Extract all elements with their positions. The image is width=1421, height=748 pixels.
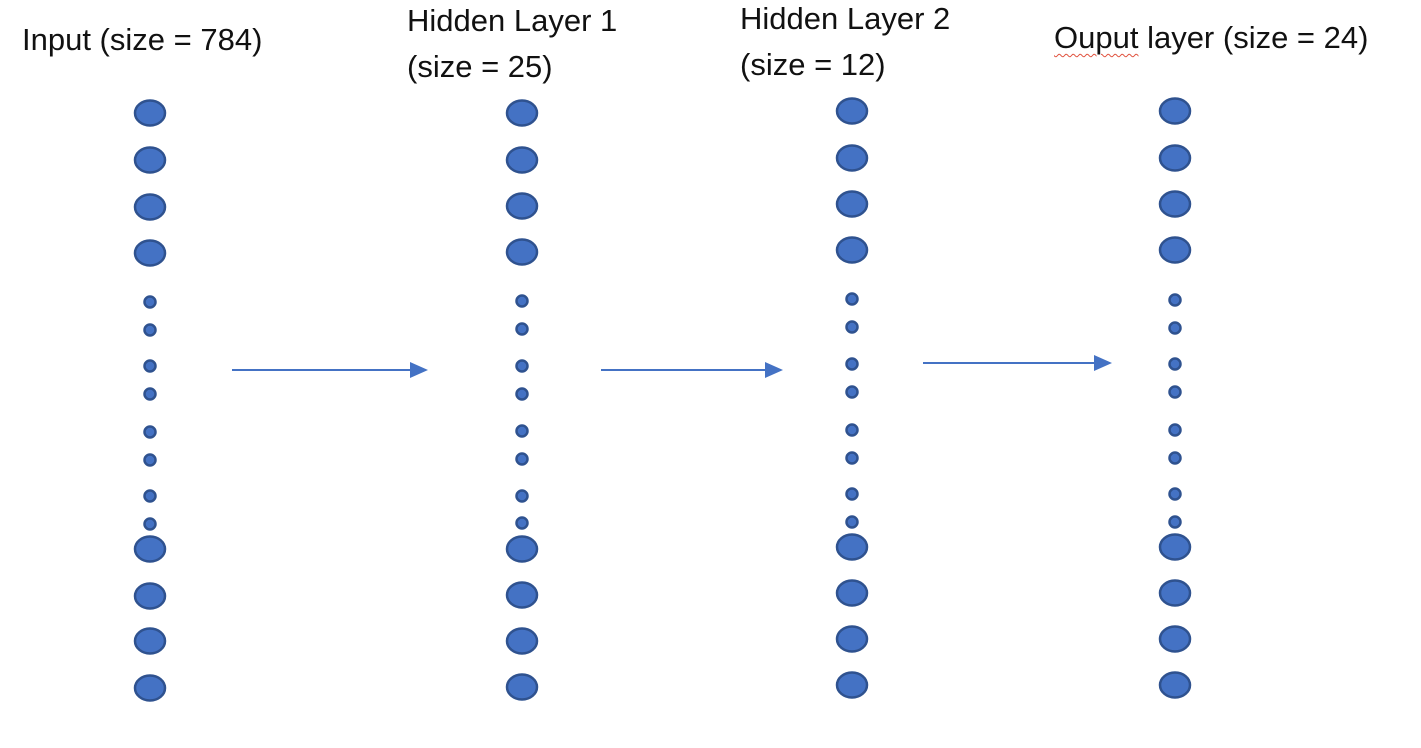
hidden2-node-top-3 bbox=[835, 190, 869, 218]
output-ellipsis-dot-1 bbox=[1168, 293, 1182, 307]
hidden1-node-bottom-1 bbox=[505, 535, 539, 563]
hidden-layer-2-label-line-1: Hidden Layer 2 bbox=[740, 1, 951, 36]
output-node-bottom-3 bbox=[1158, 625, 1192, 653]
input-ellipsis-dot-6 bbox=[143, 453, 157, 467]
output-ellipsis-dot-7 bbox=[1168, 487, 1182, 501]
input-node-bottom-4 bbox=[133, 674, 167, 702]
output-node-bottom-4 bbox=[1158, 671, 1192, 699]
hidden2-node-top-2 bbox=[835, 144, 869, 172]
output-node-top-1 bbox=[1158, 97, 1192, 125]
hidden2-ellipsis-dot-5 bbox=[845, 423, 859, 437]
hidden2-ellipsis-dot-7 bbox=[845, 487, 859, 501]
arrowhead-hidden2-to-output bbox=[1094, 355, 1112, 371]
hidden-layer-2-label-line-2: (size = 12) bbox=[740, 47, 886, 82]
hidden-layer-2-label: Hidden Layer 2 (size = 12) bbox=[740, 0, 950, 88]
output-layer-label-rest: layer (size = 24) bbox=[1138, 20, 1369, 55]
input-layer-label-line-1: Input (size = 784) bbox=[22, 22, 263, 57]
arrowhead-hidden1-to-hidden2 bbox=[765, 362, 783, 378]
input-ellipsis-dot-5 bbox=[143, 425, 157, 439]
hidden2-node-top-1 bbox=[835, 97, 869, 125]
hidden1-node-top-4 bbox=[505, 238, 539, 266]
hidden1-node-top-2 bbox=[505, 146, 539, 174]
hidden1-ellipsis-dot-3 bbox=[515, 359, 529, 373]
hidden1-node-bottom-2 bbox=[505, 581, 539, 609]
input-node-top-4 bbox=[133, 239, 167, 267]
output-node-bottom-2 bbox=[1158, 579, 1192, 607]
input-node-bottom-3 bbox=[133, 627, 167, 655]
input-node-top-1 bbox=[133, 99, 167, 127]
hidden2-ellipsis-dot-3 bbox=[845, 357, 859, 371]
hidden1-node-bottom-4 bbox=[505, 673, 539, 701]
output-ellipsis-dot-3 bbox=[1168, 357, 1182, 371]
hidden2-node-bottom-4 bbox=[835, 671, 869, 699]
hidden1-ellipsis-dot-8 bbox=[515, 516, 529, 530]
hidden2-ellipsis-dot-6 bbox=[845, 451, 859, 465]
hidden1-ellipsis-dot-1 bbox=[515, 294, 529, 308]
hidden2-node-bottom-3 bbox=[835, 625, 869, 653]
hidden1-ellipsis-dot-4 bbox=[515, 387, 529, 401]
input-ellipsis-dot-4 bbox=[143, 387, 157, 401]
output-node-bottom-1 bbox=[1158, 533, 1192, 561]
output-node-top-4 bbox=[1158, 236, 1192, 264]
hidden1-ellipsis-dot-6 bbox=[515, 452, 529, 466]
input-ellipsis-dot-2 bbox=[143, 323, 157, 337]
output-ellipsis-dot-6 bbox=[1168, 451, 1182, 465]
output-ellipsis-dot-4 bbox=[1168, 385, 1182, 399]
output-ellipsis-dot-8 bbox=[1168, 515, 1182, 529]
hidden-layer-1-label-line-2: (size = 25) bbox=[407, 49, 553, 84]
output-layer-label: Ouput layer (size = 24) bbox=[1054, 15, 1368, 61]
input-node-bottom-1 bbox=[133, 535, 167, 563]
hidden1-node-top-3 bbox=[505, 192, 539, 220]
hidden2-ellipsis-dot-2 bbox=[845, 320, 859, 334]
input-ellipsis-dot-1 bbox=[143, 295, 157, 309]
hidden2-ellipsis-dot-1 bbox=[845, 292, 859, 306]
output-ellipsis-dot-2 bbox=[1168, 321, 1182, 335]
input-ellipsis-dot-7 bbox=[143, 489, 157, 503]
hidden1-ellipsis-dot-7 bbox=[515, 489, 529, 503]
output-layer-label-misspelled-word: Ouput bbox=[1054, 20, 1139, 55]
hidden1-ellipsis-dot-5 bbox=[515, 424, 529, 438]
hidden2-node-bottom-2 bbox=[835, 579, 869, 607]
hidden1-node-top-1 bbox=[505, 99, 539, 127]
input-node-top-3 bbox=[133, 193, 167, 221]
hidden2-ellipsis-dot-4 bbox=[845, 385, 859, 399]
hidden-layer-1-label: Hidden Layer 1 (size = 25) bbox=[407, 0, 617, 90]
output-node-top-3 bbox=[1158, 190, 1192, 218]
hidden2-node-top-4 bbox=[835, 236, 869, 264]
hidden-layer-1-label-line-1: Hidden Layer 1 bbox=[407, 3, 618, 38]
input-ellipsis-dot-8 bbox=[143, 517, 157, 531]
output-node-top-2 bbox=[1158, 144, 1192, 172]
input-ellipsis-dot-3 bbox=[143, 359, 157, 373]
input-node-top-2 bbox=[133, 146, 167, 174]
hidden2-ellipsis-dot-8 bbox=[845, 515, 859, 529]
input-node-bottom-2 bbox=[133, 582, 167, 610]
arrowhead-input-to-hidden1 bbox=[410, 362, 428, 378]
input-layer-label: Input (size = 784) bbox=[22, 17, 262, 63]
hidden1-ellipsis-dot-2 bbox=[515, 322, 529, 336]
hidden1-node-bottom-3 bbox=[505, 627, 539, 655]
hidden2-node-bottom-1 bbox=[835, 533, 869, 561]
output-ellipsis-dot-5 bbox=[1168, 423, 1182, 437]
